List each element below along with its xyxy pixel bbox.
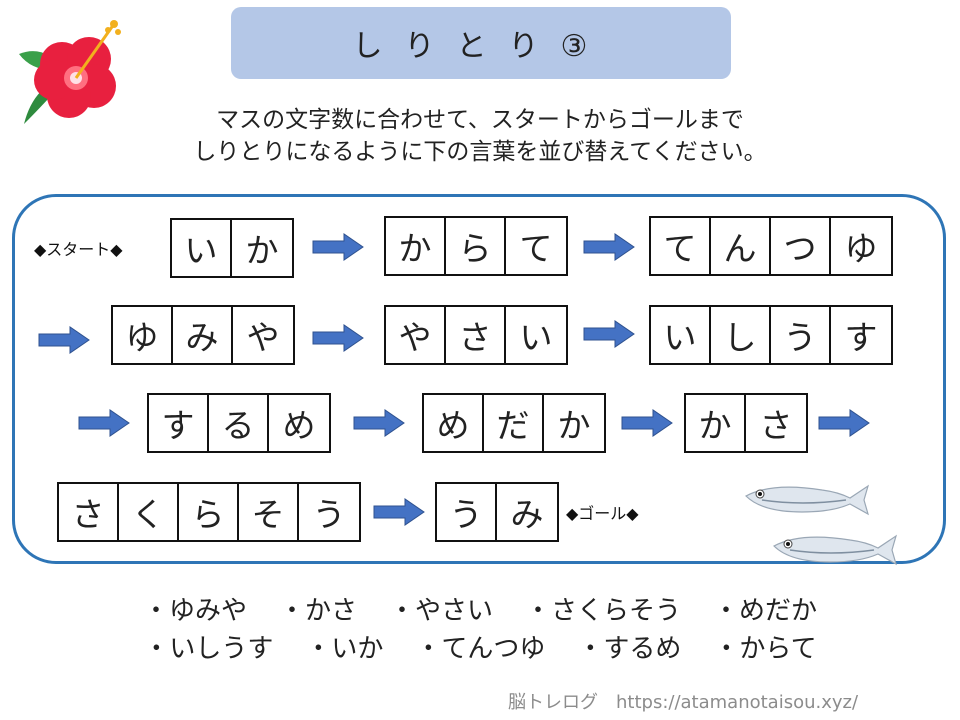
word-option: ・するめ bbox=[577, 634, 682, 664]
word-box-8: め だ か bbox=[422, 393, 606, 453]
word-option: ・やさい bbox=[388, 596, 493, 626]
letter-cell: ゆ bbox=[844, 229, 878, 268]
letter-cell: つ bbox=[771, 218, 831, 274]
word-box-6: い し う す bbox=[649, 305, 893, 365]
letter-cell: く bbox=[119, 484, 179, 540]
hibiscus-icon bbox=[19, 20, 121, 124]
word-option: ・からて bbox=[713, 634, 817, 664]
letter-cell: い bbox=[519, 318, 553, 357]
word-box-2: か ら て bbox=[384, 216, 568, 276]
letter-cell: う bbox=[437, 484, 497, 540]
letter-cell: か bbox=[245, 231, 279, 270]
word-box-11: う み bbox=[435, 482, 559, 542]
letter-cell: い bbox=[172, 220, 232, 276]
letter-cell: さ bbox=[759, 406, 793, 445]
word-box-4: ゆ み や bbox=[111, 305, 295, 365]
letter-cell: ん bbox=[711, 218, 771, 274]
goal-label: ◆ゴール◆ bbox=[566, 504, 639, 523]
fish-icon bbox=[773, 534, 898, 566]
word-box-1: い か bbox=[170, 218, 294, 278]
instruction-line-2: しりとりになるように下の言葉を並び替えてください。 bbox=[193, 139, 767, 165]
word-option: ・ゆみや bbox=[142, 596, 247, 626]
letter-cell: さ bbox=[59, 484, 119, 540]
letter-cell: ら bbox=[179, 484, 239, 540]
arrow-right-icon bbox=[312, 233, 364, 261]
letter-cell: そ bbox=[239, 484, 299, 540]
word-options-row-2: ・いしうす ・いか ・てんつゆ ・するめ ・からて bbox=[0, 628, 960, 665]
letter-cell: か bbox=[686, 395, 746, 451]
letter-cell: う bbox=[771, 307, 831, 363]
word-option: ・いしうす bbox=[143, 634, 274, 664]
letter-cell: ら bbox=[446, 218, 506, 274]
letter-cell: ゆ bbox=[113, 307, 173, 363]
letter-cell: み bbox=[173, 307, 233, 363]
word-option: ・てんつゆ bbox=[415, 634, 546, 664]
letter-cell: る bbox=[209, 395, 269, 451]
letter-cell: う bbox=[312, 495, 346, 534]
letter-cell: や bbox=[386, 307, 446, 363]
letter-cell: て bbox=[651, 218, 711, 274]
letter-cell: し bbox=[711, 307, 771, 363]
letter-cell: め bbox=[424, 395, 484, 451]
word-option: ・かさ bbox=[278, 596, 357, 626]
letter-cell: か bbox=[557, 406, 591, 445]
letter-cell: い bbox=[651, 307, 711, 363]
letter-cell: さ bbox=[446, 307, 506, 363]
word-option: ・いか bbox=[305, 634, 384, 664]
letter-cell: み bbox=[510, 495, 544, 534]
word-box-5: や さ い bbox=[384, 305, 568, 365]
fish-icon bbox=[745, 484, 870, 516]
letter-cell: や bbox=[246, 318, 280, 357]
word-options-row-1: ・ゆみや ・かさ ・やさい ・さくらそう ・めだか bbox=[0, 590, 960, 627]
arrow-right-icon bbox=[583, 320, 635, 348]
arrow-right-icon bbox=[818, 409, 870, 437]
instruction-line-1: マスの文字数に合わせて、スタートからゴールまで bbox=[216, 107, 744, 133]
word-box-9: か さ bbox=[684, 393, 808, 453]
puzzle-board bbox=[12, 194, 946, 564]
arrow-right-icon bbox=[373, 498, 425, 526]
word-box-10: さ く ら そ う bbox=[57, 482, 361, 542]
start-label: ◆スタート◆ bbox=[34, 240, 123, 259]
letter-cell: て bbox=[519, 229, 553, 268]
page-title: しりとり③ bbox=[231, 7, 731, 79]
arrow-right-icon bbox=[353, 409, 405, 437]
word-box-3: て ん つ ゆ bbox=[649, 216, 893, 276]
word-box-7: す る め bbox=[147, 393, 331, 453]
footer-credit: 脳トレログ https://atamanotaisou.xyz/ bbox=[508, 692, 859, 713]
arrow-right-icon bbox=[38, 326, 90, 354]
arrow-right-icon bbox=[621, 409, 673, 437]
arrow-right-icon bbox=[78, 409, 130, 437]
word-option: ・さくらそう bbox=[525, 596, 682, 626]
letter-cell: め bbox=[282, 406, 316, 445]
letter-cell: か bbox=[386, 218, 446, 274]
letter-cell: す bbox=[149, 395, 209, 451]
arrow-right-icon bbox=[312, 324, 364, 352]
arrow-right-icon bbox=[583, 233, 635, 261]
word-option: ・めだか bbox=[713, 596, 818, 626]
letter-cell: す bbox=[844, 318, 878, 357]
letter-cell: だ bbox=[484, 395, 544, 451]
